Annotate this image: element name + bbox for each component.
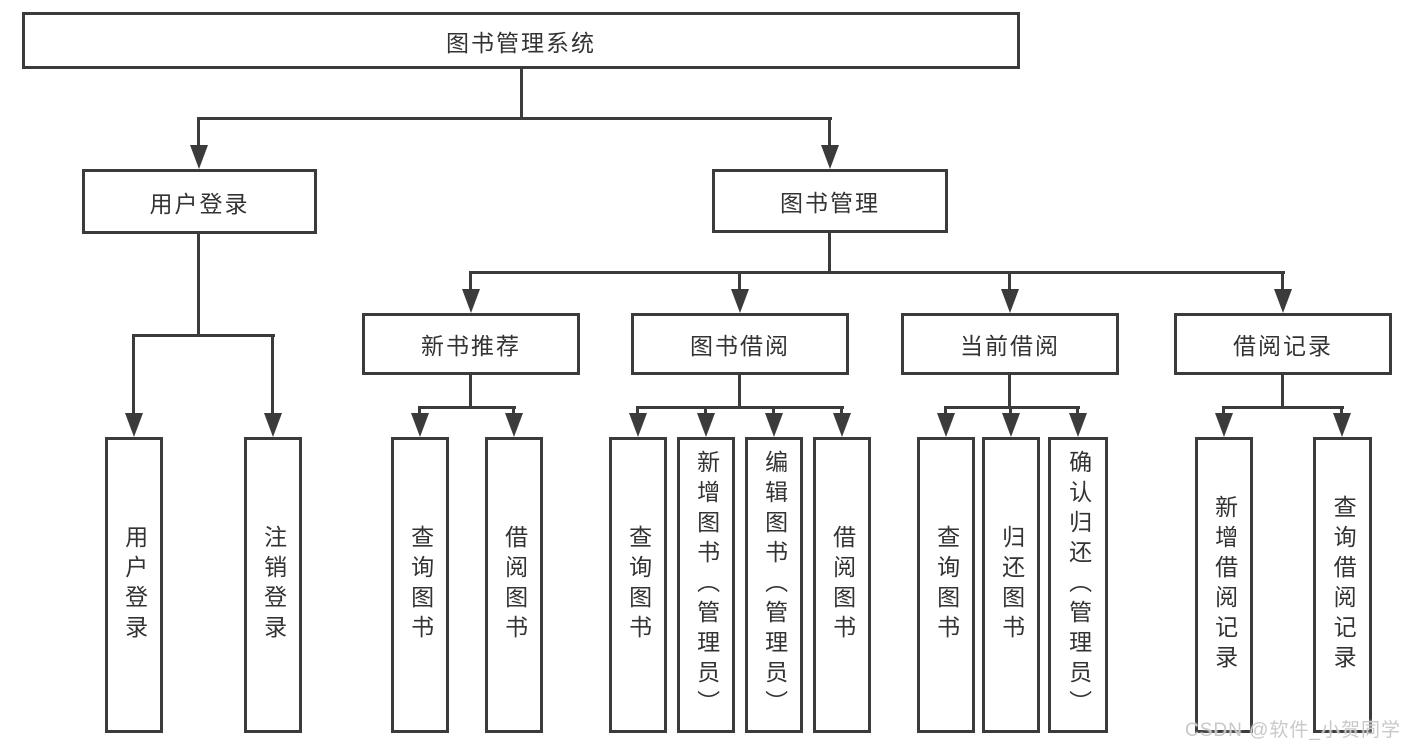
leaf-confirm-return-admin: 确认归还（管理员）: [1048, 437, 1108, 733]
node-borrowing-records: 借阅记录: [1174, 313, 1392, 375]
node-library-system-label: 图书管理系统: [446, 29, 596, 56]
edge-leaf-stub: [1009, 406, 1012, 416]
leaf-add-books-admin: 新增图书（管理员）: [677, 437, 735, 733]
edge-level3-stub: [738, 271, 741, 292]
node-book-borrowing-label: 图书借阅: [690, 333, 790, 359]
arrow-down-icon: [937, 413, 955, 437]
edge-root-stub: [520, 69, 523, 118]
leaf-query-borrow-record: 查询借阅记录: [1313, 437, 1372, 733]
leaf-label: 借阅图书: [501, 525, 528, 645]
leaf-logout: 注销登录: [244, 437, 302, 733]
arrow-down-icon: [731, 289, 749, 313]
arrow-down-icon: [833, 413, 851, 437]
leaf-label: 归还图书: [998, 525, 1025, 645]
arrow-down-icon: [1069, 413, 1087, 437]
edge-group-stub: [1008, 375, 1011, 408]
arrow-down-icon: [505, 413, 523, 437]
node-current-borrowing-label: 当前借阅: [960, 333, 1060, 359]
edge-user-login-stub: [197, 117, 200, 147]
arrow-down-icon: [629, 413, 647, 437]
arrow-down-icon: [1274, 289, 1292, 313]
arrow-down-icon: [190, 145, 208, 169]
edge-leaf-stub: [418, 406, 421, 416]
arrow-down-icon: [264, 413, 282, 437]
edge-group-stub: [1281, 375, 1284, 408]
edge-leaf-stub: [512, 406, 515, 416]
edge-user-login-hline: [132, 334, 275, 337]
edge-leaf-stub: [704, 406, 707, 416]
edge-leaf-stub: [271, 334, 274, 416]
leaf-edit-books-admin: 编辑图书（管理员）: [745, 437, 803, 733]
edge-leaf-stub: [1222, 406, 1225, 416]
node-borrowing-records-label: 借阅记录: [1233, 333, 1333, 359]
leaf-label: 查询借阅记录: [1330, 495, 1357, 675]
arrow-down-icon: [1333, 413, 1351, 437]
node-book-management-label: 图书管理: [780, 190, 880, 216]
leaf-label: 查询图书: [933, 525, 960, 645]
node-current-borrowing: 当前借阅: [901, 313, 1119, 375]
edge-book-management-stub: [828, 117, 831, 147]
arrow-down-icon: [697, 413, 715, 437]
node-new-book-recommend: 新书推荐: [362, 313, 580, 375]
leaf-label: 新增图书（管理员）: [693, 450, 720, 720]
leaf-borrow-books-recommend: 借阅图书: [485, 437, 543, 733]
leaf-label: 借阅图书: [829, 525, 856, 645]
leaf-label: 用户登录: [121, 525, 148, 645]
edge-leaf-stub: [840, 406, 843, 416]
edge-level3-stub: [469, 271, 472, 292]
leaf-user-login: 用户登录: [105, 437, 163, 733]
node-book-borrowing: 图书借阅: [631, 313, 849, 375]
edge-leaf-stub: [1340, 406, 1343, 416]
edge-group-hline: [418, 406, 516, 409]
edge-group-hline: [1222, 406, 1344, 409]
arrow-down-icon: [125, 413, 143, 437]
edge-group-hline: [944, 406, 1080, 409]
arrow-down-icon: [1001, 289, 1019, 313]
edge-level3-stub: [1281, 271, 1284, 292]
edge-group-stub: [738, 375, 741, 408]
arrow-down-icon: [765, 413, 783, 437]
edge-leaf-stub: [1076, 406, 1079, 416]
leaf-query-books-borrowing: 查询图书: [609, 437, 667, 733]
leaf-label: 确认归还（管理员）: [1065, 450, 1092, 720]
edge-level2-hline: [197, 117, 832, 120]
edge-leaf-stub: [772, 406, 775, 416]
leaf-label: 编辑图书（管理员）: [761, 450, 788, 720]
leaf-label: 查询图书: [625, 525, 652, 645]
edge-user-login-down: [197, 234, 200, 337]
node-user-login-label: 用户登录: [149, 190, 250, 217]
leaf-return-books: 归还图书: [982, 437, 1040, 733]
edge-leaf-stub: [944, 406, 947, 416]
leaf-label: 查询图书: [407, 525, 434, 645]
arrow-down-icon: [821, 145, 839, 169]
edge-book-management-down: [828, 233, 831, 274]
edge-leaf-stub: [636, 406, 639, 416]
arrow-down-icon: [1215, 413, 1233, 437]
edge-level3-stub: [1008, 271, 1011, 292]
leaf-query-books-current: 查询图书: [917, 437, 975, 733]
edge-group-hline: [636, 406, 844, 409]
leaf-query-books-recommend: 查询图书: [391, 437, 449, 733]
leaf-label: 新增借阅记录: [1211, 495, 1238, 675]
leaf-add-borrow-record: 新增借阅记录: [1195, 437, 1253, 733]
arrow-down-icon: [411, 413, 429, 437]
leaf-label: 注销登录: [260, 525, 287, 645]
edge-group-stub: [469, 375, 472, 408]
arrow-down-icon: [1002, 413, 1020, 437]
edge-level3-hline: [469, 271, 1285, 274]
arrow-down-icon: [462, 289, 480, 313]
watermark: CSDN @软件_小贺同学: [1185, 720, 1401, 741]
node-library-system: 图书管理系统: [22, 12, 1020, 69]
node-new-book-recommend-label: 新书推荐: [421, 333, 521, 359]
node-book-management: 图书管理: [712, 169, 948, 233]
edge-leaf-stub: [132, 334, 135, 416]
node-user-login: 用户登录: [82, 169, 317, 234]
leaf-borrow-books: 借阅图书: [813, 437, 871, 733]
